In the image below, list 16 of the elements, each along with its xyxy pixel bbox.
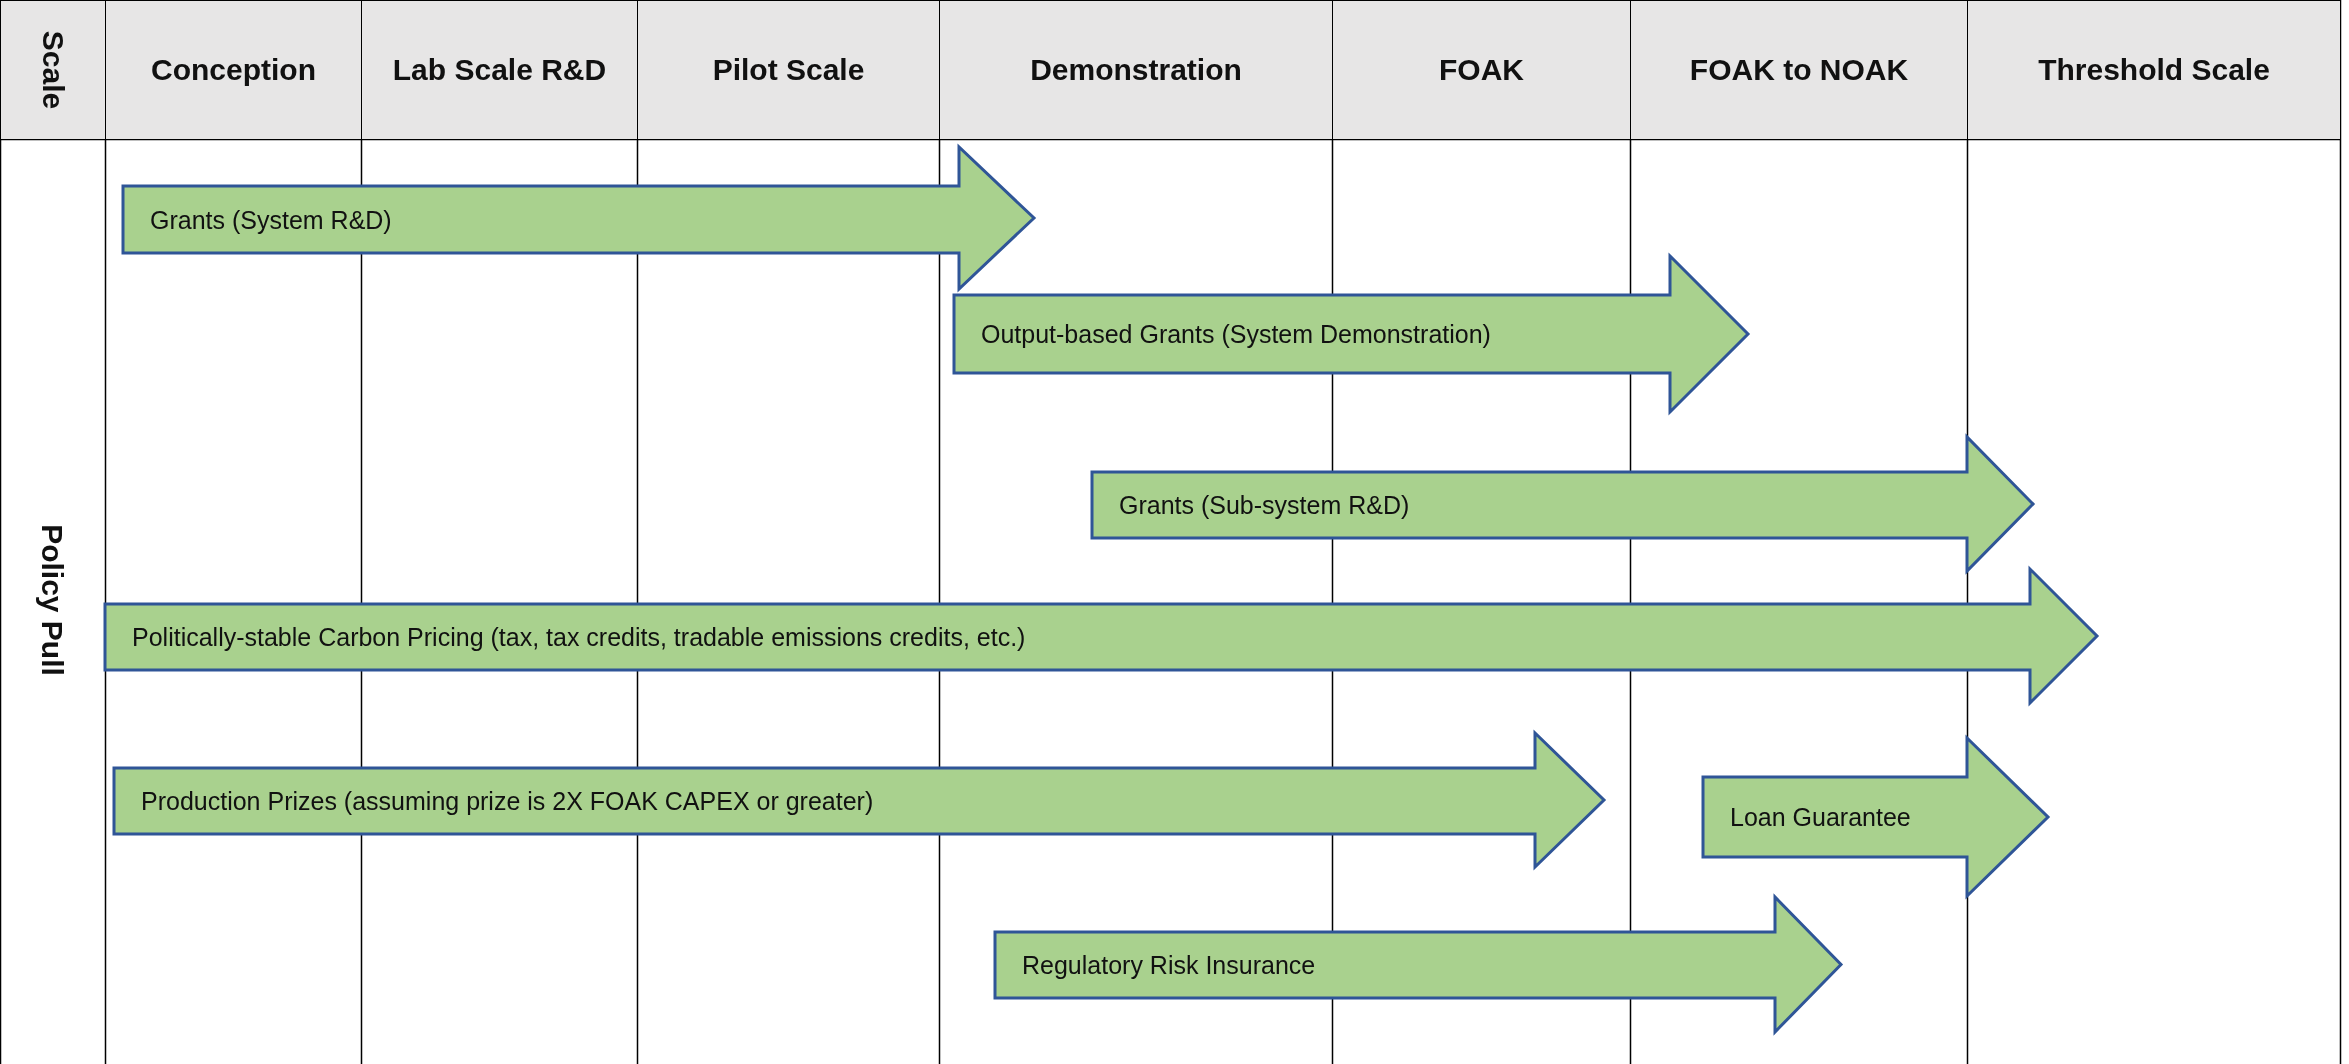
band-label: Grants (Sub-system R&D) bbox=[1119, 490, 1410, 520]
row-label: Policy Pull bbox=[34, 524, 69, 676]
column-header: FOAK to NOAK bbox=[1689, 53, 1909, 87]
band-label: Output-based Grants (System Demonstration) bbox=[981, 319, 1491, 349]
band-label: Politically-stable Carbon Pricing (tax, tax credits, tradable emissions credits, etc.) bbox=[132, 622, 1026, 652]
row-header-label: Scale bbox=[36, 30, 70, 110]
band-label: Production Prizes (assuming prize is 2X FOAK CAPEX or greater) bbox=[141, 786, 874, 816]
column-header: Conception bbox=[151, 53, 316, 87]
column-header: Threshold Scale bbox=[2038, 53, 2270, 87]
band-label: Grants (System R&D) bbox=[150, 204, 392, 235]
column-header: Pilot Scale bbox=[712, 53, 865, 87]
column-header: Lab Scale R&D bbox=[392, 53, 607, 87]
band-label: Loan Guarantee bbox=[1730, 802, 1911, 832]
column-header: FOAK bbox=[1439, 53, 1524, 87]
column-header: Demonstration bbox=[1030, 53, 1242, 87]
band-label: Regulatory Risk Insurance bbox=[1022, 950, 1316, 980]
